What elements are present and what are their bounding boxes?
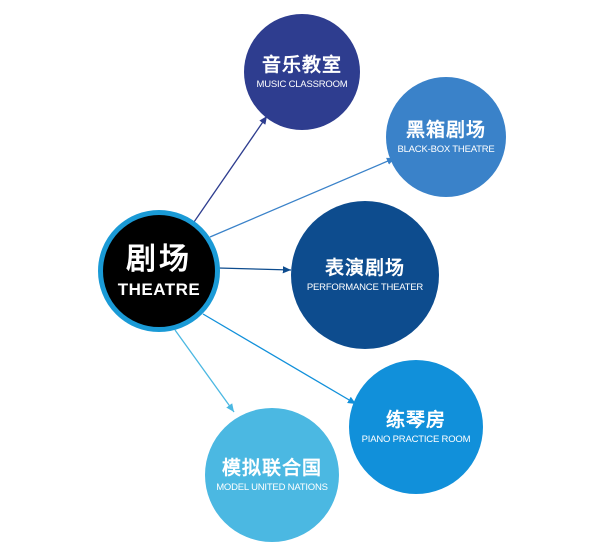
arrow-to-music-classroom — [193, 115, 268, 223]
node-title-cn: 黑箱剧场 — [405, 118, 486, 141]
node-performance-theater: 表演剧场 PERFORMANCE THEATER — [291, 201, 439, 349]
node-model-united-nations: 模拟联合国 MODEL UNITED NATIONS — [205, 408, 339, 542]
node-title-en: PERFORMANCE THEATER — [306, 281, 424, 293]
arrow-to-performance-theater — [217, 266, 292, 274]
hub-title-en: THEATRE — [117, 280, 201, 299]
node-music-classroom: 音乐教室 MUSIC CLASSROOM — [244, 14, 360, 130]
node-title-en: MODEL UNITED NATIONS — [216, 481, 328, 493]
node-title-cn: 音乐教室 — [261, 53, 342, 76]
arrow-to-black-box-theatre — [209, 157, 396, 238]
node-title-en: BLACK-BOX THEATRE — [397, 143, 495, 155]
arrow-to-model-united-nations — [174, 329, 235, 413]
hub-node-theatre: 剧场 THEATRE — [98, 210, 220, 332]
hub-title-cn: 剧场 — [126, 242, 192, 277]
node-piano-practice-room: 练琴房 PIANO PRACTICE ROOM — [349, 360, 483, 494]
node-black-box-theatre: 黑箱剧场 BLACK-BOX THEATRE — [386, 77, 506, 197]
node-title-en: PIANO PRACTICE ROOM — [361, 433, 471, 445]
arrow-to-piano-practice-room — [202, 313, 357, 405]
node-title-cn: 模拟联合国 — [221, 456, 322, 479]
node-title-cn: 表演剧场 — [324, 256, 405, 279]
node-title-en: MUSIC CLASSROOM — [256, 78, 348, 90]
node-title-cn: 练琴房 — [385, 408, 446, 431]
